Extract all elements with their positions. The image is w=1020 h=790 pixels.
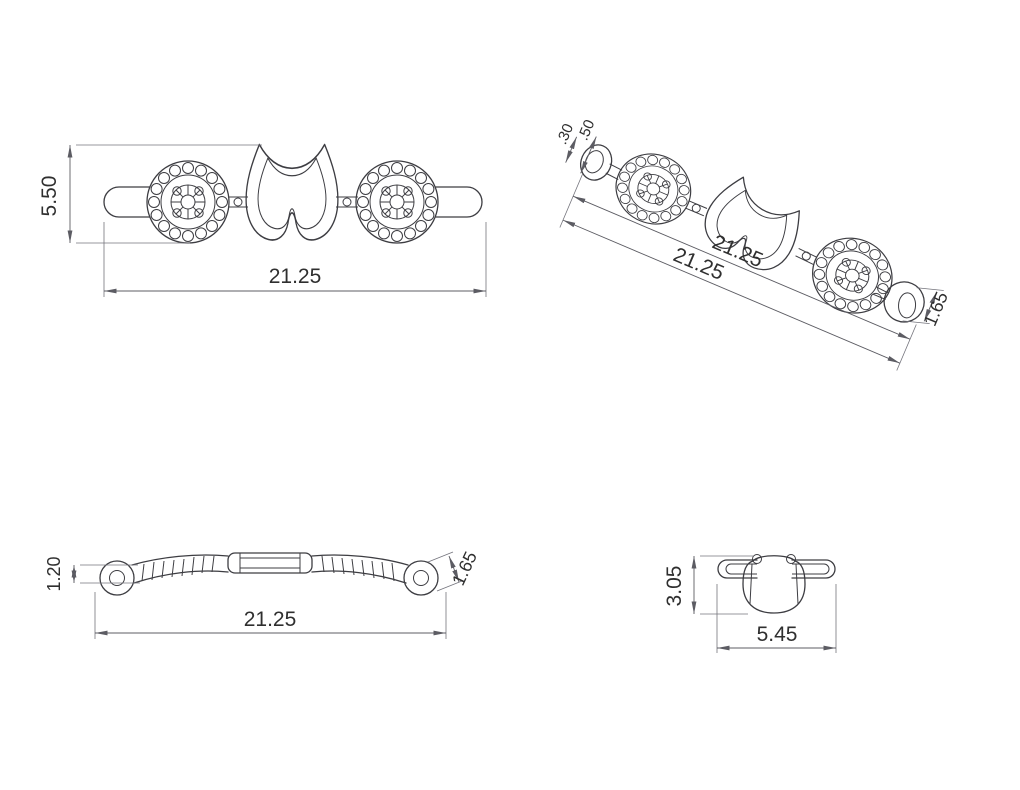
perspective-wall-label: .30 [553,121,577,147]
perspective-opening-dimension: .50 [575,117,599,174]
perspective-length-dimension-a: 21.25 [559,173,917,371]
perspective-left-rosette [604,141,703,237]
top-eyelet-height-label: 1.65 [448,548,481,588]
front-width-dimension: 21.25 [103,222,487,297]
section-height-label: 3.05 [663,566,686,607]
left-end-cap [103,186,151,218]
right-eyelet [403,560,439,596]
perspective-end-height-dimension: 1.65 [902,287,952,329]
section-width-label: 5.45 [757,623,798,646]
center-link-plate [227,552,313,574]
left-arm-bottom-edge [133,570,229,584]
right-arm-bottom-edge [311,570,407,584]
top-width-dimension: 21.25 [94,592,447,639]
link-joint [233,197,243,207]
front-width-label: 21.25 [269,265,322,288]
left-rosette [146,160,230,244]
perspective-wall-dimension: .30 [553,121,577,163]
top-view: 1.20 21.25 1.65 [44,548,481,639]
front-view: 5.50 21.25 [38,144,487,297]
right-end-cap [435,186,483,218]
left-arm-top-edge [131,554,229,566]
left-tube-end [579,144,613,181]
perspective-view: .30 .50 21.25 21.25 1.65 [553,117,952,371]
perspective-right-rosette [800,225,905,326]
link-joint [342,197,352,207]
front-height-dimension: 5.50 [38,144,262,244]
section-view: 3.05 5.45 [663,554,837,653]
right-arm-top-edge [311,554,409,566]
section-height-dimension: 3.05 [663,555,754,615]
section-width-dimension: 5.45 [716,584,837,653]
perspective-end-height-label: 1.65 [920,289,952,329]
top-band-thickness-dimension: 1.20 [44,556,140,592]
front-height-label: 5.50 [38,176,61,217]
top-width-label: 21.25 [244,608,297,631]
section-right-wing [791,559,836,579]
right-rosette [355,160,439,244]
section-stone-dome [742,555,806,614]
left-eyelet [99,560,135,596]
top-band-thickness-label: 1.20 [44,556,64,591]
center-ornament [246,145,338,240]
perspective-opening-label: .50 [575,117,599,143]
section-left-wing [717,559,758,579]
